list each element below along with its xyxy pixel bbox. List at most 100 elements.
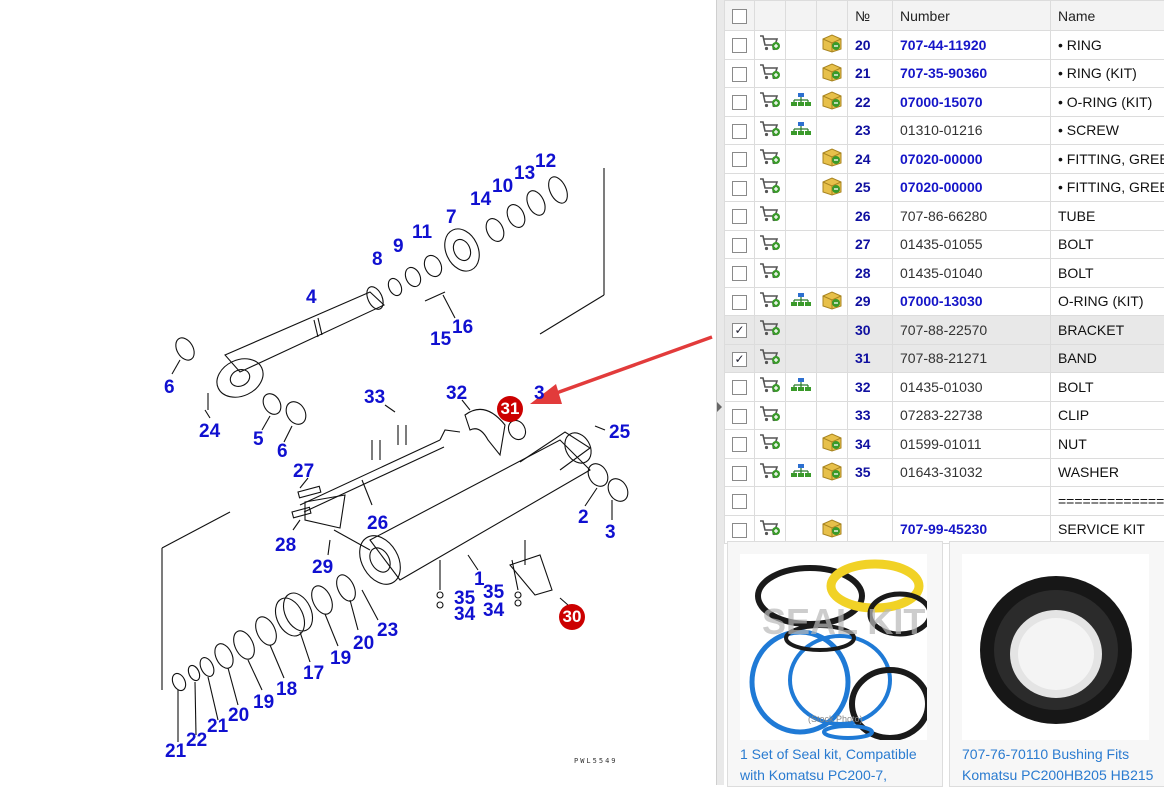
tree-cell[interactable]: [786, 458, 817, 487]
cart-cell[interactable]: [755, 31, 786, 60]
row-part-number[interactable]: 07000-15070: [893, 88, 1051, 117]
cart-cell[interactable]: [755, 230, 786, 259]
collapse-arrow-icon[interactable]: [717, 402, 722, 412]
seal-kit-caption[interactable]: 1 Set of Seal kit, Compatible with Komat…: [740, 744, 940, 786]
row-select-cell[interactable]: [725, 202, 755, 231]
hierarchy-icon[interactable]: [790, 463, 812, 482]
select-all-checkbox[interactable]: [732, 9, 747, 24]
add-to-cart-icon[interactable]: [759, 519, 781, 540]
row-select-cell[interactable]: ✓: [725, 344, 755, 373]
row-checkbox[interactable]: [732, 437, 747, 452]
bushing-image[interactable]: [962, 554, 1149, 740]
add-to-cart-icon[interactable]: [759, 91, 781, 112]
part-number-text[interactable]: 07000-13030: [900, 293, 983, 309]
row-checkbox[interactable]: [732, 380, 747, 395]
add-to-cart-icon[interactable]: [759, 376, 781, 397]
add-to-cart-icon[interactable]: [759, 462, 781, 483]
row-part-number[interactable]: 07000-13030: [893, 287, 1051, 316]
row-part-number[interactable]: 07020-00000: [893, 173, 1051, 202]
row-select-cell[interactable]: [725, 31, 755, 60]
cart-cell[interactable]: [755, 316, 786, 345]
hierarchy-icon[interactable]: [790, 292, 812, 311]
header-no[interactable]: №: [848, 1, 893, 31]
hierarchy-icon[interactable]: [790, 92, 812, 111]
row-part-number[interactable]: 707-35-90360: [893, 59, 1051, 88]
row-checkbox[interactable]: [732, 124, 747, 139]
box-cell[interactable]: [817, 430, 848, 459]
add-to-cart-icon[interactable]: [759, 291, 781, 312]
row-checkbox[interactable]: ✓: [732, 352, 747, 367]
package-icon[interactable]: [821, 62, 843, 85]
row-select-cell[interactable]: [725, 430, 755, 459]
part-number-text[interactable]: 707-99-45230: [900, 521, 987, 537]
add-to-cart-icon[interactable]: [759, 319, 781, 340]
add-to-cart-icon[interactable]: [759, 148, 781, 169]
tree-cell[interactable]: [786, 88, 817, 117]
row-select-cell[interactable]: [725, 401, 755, 430]
add-to-cart-icon[interactable]: [759, 348, 781, 369]
package-icon[interactable]: [821, 290, 843, 313]
hierarchy-icon[interactable]: [790, 121, 812, 140]
highlight-badge-31[interactable]: 31: [497, 396, 523, 422]
row-select-cell[interactable]: [725, 230, 755, 259]
cart-cell[interactable]: [755, 515, 786, 544]
add-to-cart-icon[interactable]: [759, 405, 781, 426]
row-select-cell[interactable]: [725, 515, 755, 544]
cart-cell[interactable]: [755, 88, 786, 117]
row-select-cell[interactable]: [725, 259, 755, 288]
add-to-cart-icon[interactable]: [759, 63, 781, 84]
row-checkbox[interactable]: [732, 266, 747, 281]
cart-cell[interactable]: [755, 59, 786, 88]
row-checkbox[interactable]: [732, 152, 747, 167]
cart-cell[interactable]: [755, 401, 786, 430]
cart-cell[interactable]: [755, 287, 786, 316]
tree-cell[interactable]: [786, 373, 817, 402]
row-checkbox[interactable]: [732, 494, 747, 509]
row-part-number[interactable]: 07020-00000: [893, 145, 1051, 174]
hierarchy-icon[interactable]: [790, 377, 812, 396]
row-checkbox[interactable]: ✓: [732, 323, 747, 338]
box-cell[interactable]: [817, 59, 848, 88]
cart-cell[interactable]: [755, 373, 786, 402]
add-to-cart-icon[interactable]: [759, 34, 781, 55]
package-icon[interactable]: [821, 461, 843, 484]
product-card-bushing[interactable]: 707-76-70110 Bushing Fits Komatsu PC200H…: [949, 541, 1164, 787]
row-checkbox[interactable]: [732, 295, 747, 310]
header-name[interactable]: Name: [1051, 1, 1164, 31]
add-to-cart-icon[interactable]: [759, 234, 781, 255]
cart-cell[interactable]: [755, 173, 786, 202]
tree-cell[interactable]: [786, 287, 817, 316]
box-cell[interactable]: [817, 88, 848, 117]
box-cell[interactable]: [817, 515, 848, 544]
part-number-text[interactable]: 07020-00000: [900, 179, 983, 195]
box-cell[interactable]: [817, 173, 848, 202]
row-checkbox[interactable]: [732, 67, 747, 82]
seal-kit-image[interactable]: SEAL KIT (Stock Photo): [740, 554, 927, 740]
part-number-text[interactable]: 07000-15070: [900, 94, 983, 110]
row-checkbox[interactable]: [732, 466, 747, 481]
cart-cell[interactable]: [755, 145, 786, 174]
row-select-cell[interactable]: ✓: [725, 316, 755, 345]
box-cell[interactable]: [817, 287, 848, 316]
row-part-number[interactable]: 707-44-11920: [893, 31, 1051, 60]
package-icon[interactable]: [821, 176, 843, 199]
row-select-cell[interactable]: [725, 458, 755, 487]
row-select-cell[interactable]: [725, 145, 755, 174]
row-checkbox[interactable]: [732, 38, 747, 53]
row-checkbox[interactable]: [732, 95, 747, 110]
highlight-badge-30[interactable]: 30: [559, 604, 585, 630]
cart-cell[interactable]: [755, 259, 786, 288]
row-checkbox[interactable]: [732, 409, 747, 424]
part-number-text[interactable]: 07020-00000: [900, 151, 983, 167]
